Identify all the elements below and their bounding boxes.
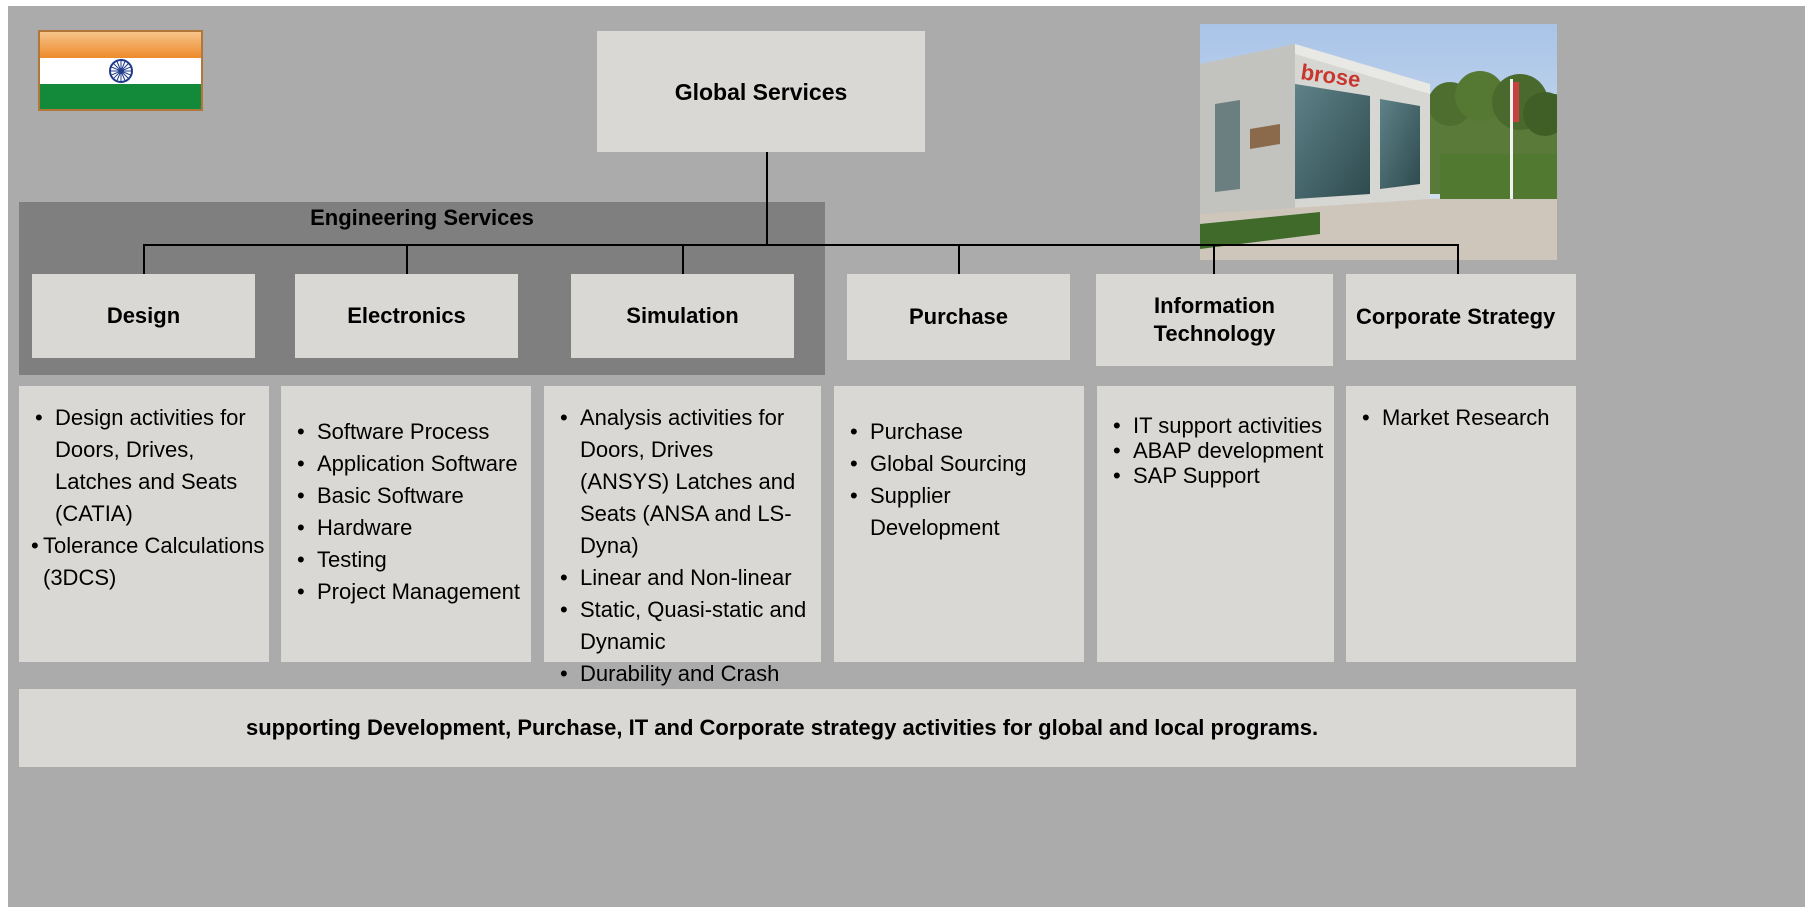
list-item: Project Management [295, 576, 531, 608]
list-item: Analysis activities for Doors, Drives (A… [558, 402, 821, 562]
connector-horizontal [143, 244, 1459, 246]
list-item: Basic Software [295, 480, 531, 512]
global-services-box: Global Services [597, 31, 925, 152]
department-electronics: Electronics [295, 274, 518, 358]
department-corporate-strategy: Corporate Strategy [1346, 274, 1576, 360]
connector-simulation [682, 244, 684, 274]
department-information-technology: Information Technology [1096, 274, 1333, 366]
details-list: Design activities for Doors, Drives, Lat… [31, 402, 269, 594]
department-label: Simulation [626, 303, 739, 328]
footer-banner: supporting Development, Purchase, IT and… [19, 689, 1576, 767]
footer-text: supporting Development, Purchase, IT and… [246, 715, 1319, 740]
connector-purchase [958, 244, 960, 274]
details-purchase: Purchase Global Sourcing Supplier Develo… [834, 386, 1084, 662]
list-item: IT support activities [1111, 413, 1334, 438]
details-corporate-strategy: Market Research [1346, 386, 1576, 662]
list-item: Linear and Non-linear [558, 562, 821, 594]
details-list: Analysis activities for Doors, Drives (A… [558, 402, 821, 690]
india-flag-icon [38, 30, 203, 111]
building-photo: brose [1200, 24, 1557, 260]
connector-it [1213, 244, 1215, 274]
details-list: IT support activities ABAP development S… [1111, 413, 1334, 488]
india-flag-graphic [40, 32, 201, 109]
list-item: Market Research [1360, 402, 1576, 434]
list-item: Hardware [295, 512, 531, 544]
list-item: Testing [295, 544, 531, 576]
list-item: Application Software [295, 448, 531, 480]
list-item: Global Sourcing [848, 448, 1084, 480]
list-item: Software Process [295, 416, 531, 448]
department-label: Information Technology [1153, 293, 1276, 346]
list-item: ABAP development [1111, 438, 1334, 463]
details-electronics: Software Process Application Software Ba… [281, 386, 531, 662]
connector-corporate [1457, 244, 1459, 274]
list-item: Design activities for Doors, Drives, Lat… [33, 402, 269, 530]
list-item: Tolerance Calculations (3DCS) [31, 530, 269, 594]
connector-electronics [406, 244, 408, 274]
list-item: Durability and Crash [558, 658, 821, 690]
department-label: Design [106, 303, 181, 328]
details-list: Purchase Global Sourcing Supplier Develo… [848, 416, 1084, 544]
details-design: Design activities for Doors, Drives, Lat… [19, 386, 269, 662]
details-list: Software Process Application Software Ba… [295, 416, 531, 608]
list-item: Purchase [848, 416, 1084, 448]
connector-vertical-main [766, 152, 768, 246]
slide-canvas: Engineering Services Global Services [8, 6, 1805, 907]
list-item: SAP Support [1111, 463, 1334, 488]
details-simulation: Analysis activities for Doors, Drives (A… [544, 386, 821, 690]
department-label: Corporate Strategy [1356, 304, 1556, 329]
engineering-services-title: Engineering Services [310, 205, 534, 230]
details-information-technology: IT support activities ABAP development S… [1097, 386, 1334, 662]
department-design: Design [32, 274, 255, 358]
global-services-title: Global Services [674, 78, 848, 105]
department-label: Electronics [347, 303, 466, 328]
department-purchase: Purchase [847, 274, 1070, 360]
list-item: Static, Quasi-static and Dynamic [558, 594, 821, 658]
connector-design [143, 244, 145, 274]
list-item: Supplier Development [848, 480, 1084, 544]
details-list: Market Research [1360, 402, 1576, 434]
department-label: Purchase [908, 304, 1009, 329]
building-photo-graphic: brose [1200, 24, 1557, 260]
department-simulation: Simulation [571, 274, 794, 358]
